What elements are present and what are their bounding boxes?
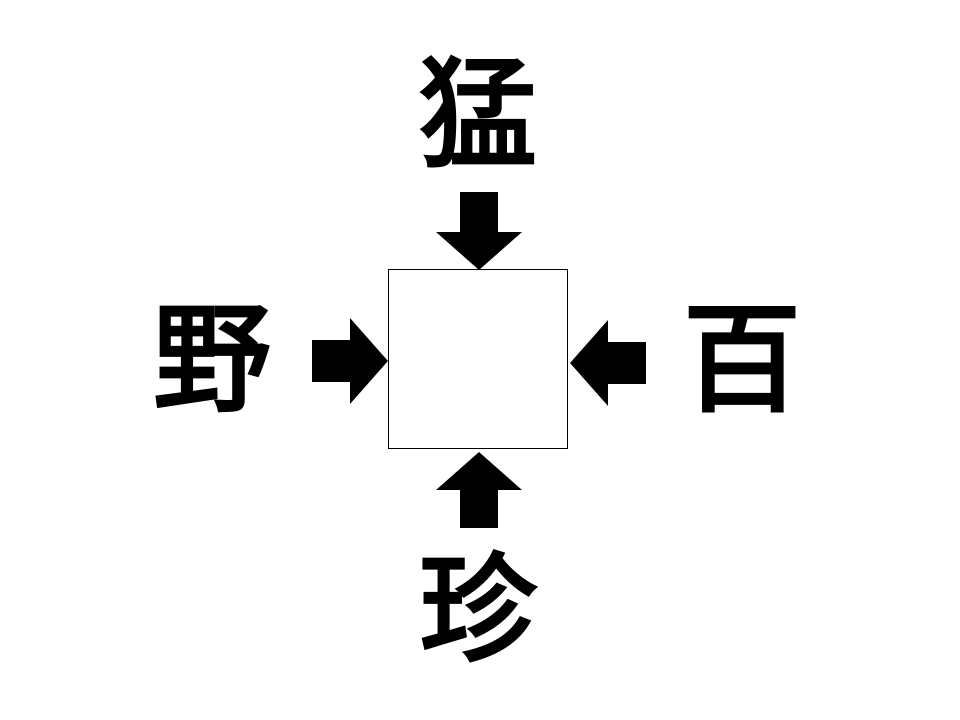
- answer-box[interactable]: [388, 269, 568, 449]
- kanji-left: 野: [152, 291, 271, 429]
- kanji-top: 猛: [418, 46, 537, 184]
- kanji-right: 百: [682, 291, 801, 429]
- kanji-bottom: 珍: [418, 541, 537, 679]
- arrow-up-icon: [436, 452, 522, 528]
- arrow-left-icon: [570, 320, 646, 406]
- arrow-right-icon: [312, 318, 388, 404]
- arrow-down-icon: [436, 192, 522, 270]
